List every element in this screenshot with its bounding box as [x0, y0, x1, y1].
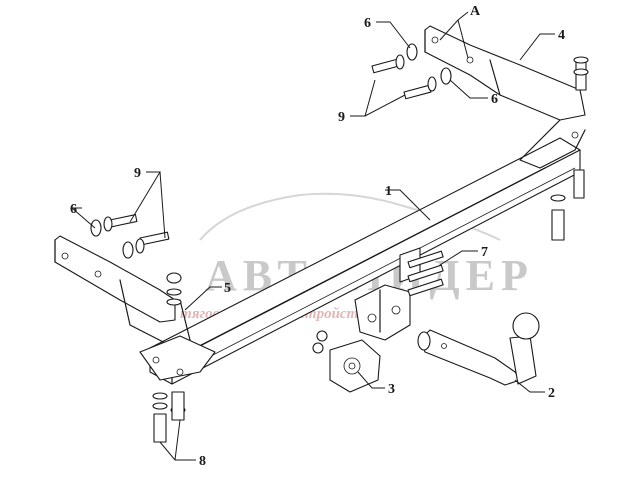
callout-5: 5: [224, 281, 231, 296]
callout-7: 7: [481, 245, 488, 260]
callout-4: 4: [558, 28, 565, 43]
callout-8: 8: [199, 454, 206, 469]
leader-lines: [70, 11, 555, 461]
callout-9-top: 9: [338, 110, 345, 125]
callout-9-left: 9: [134, 166, 141, 181]
right-side-bracket: [424, 25, 586, 169]
center-bolts: [407, 250, 444, 297]
tow-ball-neck: [417, 312, 540, 386]
callout-3: 3: [388, 382, 395, 397]
callout-6-right: 6: [491, 92, 498, 107]
callout-2: 2: [548, 386, 555, 401]
callout-1: 1: [385, 184, 392, 199]
bottom-bolts: [152, 169, 585, 443]
right-top-fasteners: [371, 43, 589, 100]
callout-A: A: [470, 4, 481, 19]
callouts: 1 2 3 4 5 6 6 6 7 8 9 9 A: [70, 4, 565, 469]
left-fasteners: [90, 214, 182, 306]
callout-6-left: 6: [70, 202, 77, 217]
callout-6-top: 6: [364, 16, 371, 31]
left-side-bracket: [54, 235, 216, 381]
electrical-socket-plate: [312, 330, 381, 393]
